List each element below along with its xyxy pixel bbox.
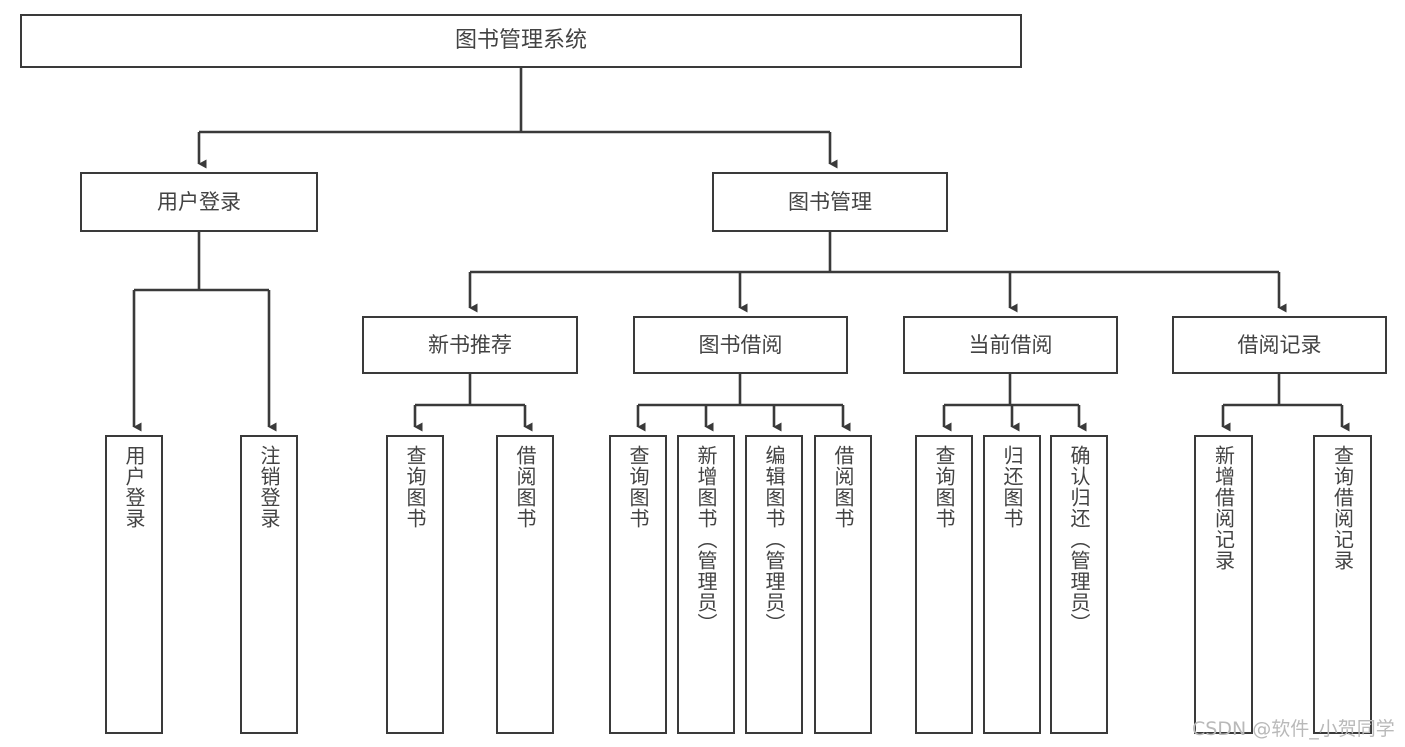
leaf-edit-book-admin[interactable]: 编辑图书（管理员） bbox=[745, 435, 803, 734]
node-label: 编辑图书（管理员） bbox=[762, 445, 786, 634]
node-label: 新书推荐 bbox=[428, 332, 512, 357]
node-book-borrow[interactable]: 图书借阅 bbox=[633, 316, 848, 374]
leaf-borrow-book[interactable]: 借阅图书 bbox=[814, 435, 872, 734]
leaf-user-login[interactable]: 用户登录 bbox=[105, 435, 163, 734]
leaf-query-book-borrow[interactable]: 查询图书 bbox=[609, 435, 667, 734]
node-label: 查询图书 bbox=[932, 445, 956, 529]
node-book-management[interactable]: 图书管理 bbox=[712, 172, 948, 232]
leaf-add-borrow-record[interactable]: 新增借阅记录 bbox=[1194, 435, 1253, 734]
node-label: 查询借阅记录 bbox=[1330, 445, 1355, 571]
node-label: 确认归还（管理员） bbox=[1067, 445, 1091, 634]
node-label: 注销登录 bbox=[257, 445, 281, 529]
node-label: 新增借阅记录 bbox=[1211, 445, 1236, 571]
leaf-return-book[interactable]: 归还图书 bbox=[983, 435, 1041, 734]
node-label: 当前借阅 bbox=[968, 332, 1053, 357]
node-label: 借阅记录 bbox=[1237, 332, 1322, 357]
leaf-borrow-book-recommend[interactable]: 借阅图书 bbox=[496, 435, 554, 734]
leaf-logout[interactable]: 注销登录 bbox=[240, 435, 298, 734]
node-label: 新增图书（管理员） bbox=[694, 445, 718, 634]
node-user-login[interactable]: 用户登录 bbox=[80, 172, 318, 232]
node-label: 借阅图书 bbox=[831, 445, 855, 529]
leaf-add-book-admin[interactable]: 新增图书（管理员） bbox=[677, 435, 735, 734]
leaf-query-book-recommend[interactable]: 查询图书 bbox=[386, 435, 444, 734]
leaf-query-borrow-record[interactable]: 查询借阅记录 bbox=[1313, 435, 1372, 734]
node-label: 图书管理 bbox=[788, 189, 872, 214]
node-label: 用户登录 bbox=[122, 445, 146, 529]
node-borrow-record[interactable]: 借阅记录 bbox=[1172, 316, 1387, 374]
node-root-system[interactable]: 图书管理系统 bbox=[20, 14, 1022, 68]
node-label: 归还图书 bbox=[1000, 445, 1024, 529]
node-current-borrow[interactable]: 当前借阅 bbox=[903, 316, 1118, 374]
leaf-confirm-return-admin[interactable]: 确认归还（管理员） bbox=[1050, 435, 1108, 734]
node-label: 查询图书 bbox=[626, 445, 650, 529]
node-label: 用户登录 bbox=[157, 189, 241, 214]
node-label: 借阅图书 bbox=[513, 445, 537, 529]
watermark: CSDN @软件_小贺同学 bbox=[1192, 718, 1395, 740]
node-new-book-recommend[interactable]: 新书推荐 bbox=[362, 316, 578, 374]
node-label: 图书借阅 bbox=[698, 332, 783, 357]
leaf-query-book-current[interactable]: 查询图书 bbox=[915, 435, 973, 734]
node-label: 图书管理系统 bbox=[454, 28, 587, 54]
node-label: 查询图书 bbox=[403, 445, 427, 529]
